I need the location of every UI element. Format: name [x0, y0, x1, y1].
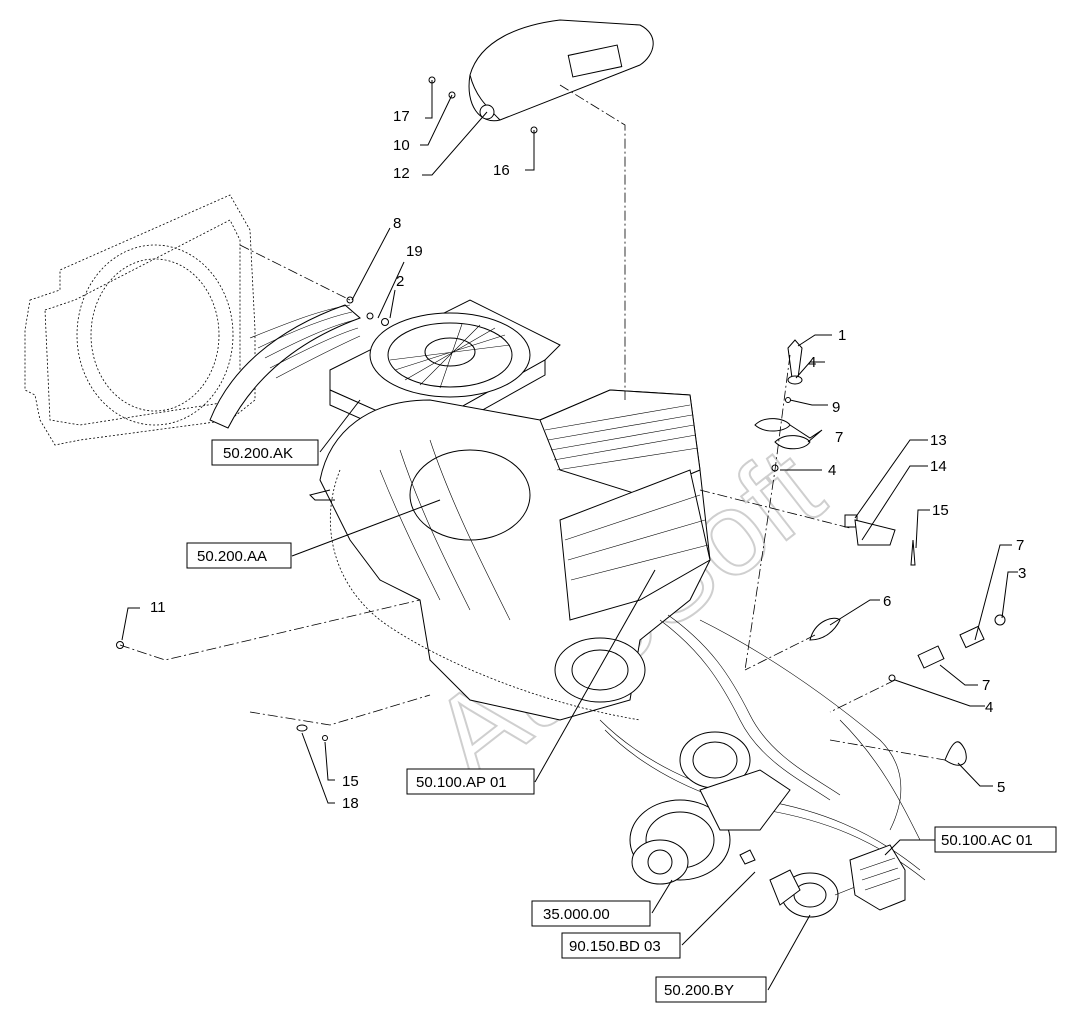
hardware-illustration — [116, 76, 1006, 865]
callout-13: 13 — [930, 432, 947, 449]
callout-5: 5 — [997, 779, 1005, 796]
ref-50-100-ap-01: 50.100.AP 01 — [416, 774, 507, 791]
callout-16: 16 — [493, 162, 510, 179]
callout-7-b: 7 — [1016, 537, 1024, 554]
callout-2: 2 — [396, 273, 404, 290]
callout-11: 11 — [150, 599, 166, 616]
ref-35-000-00: 35.000.00 — [543, 906, 610, 923]
callout-4-a: 4 — [808, 354, 816, 371]
leader-lines — [121, 80, 1018, 991]
callout-17: 17 — [393, 108, 410, 125]
fan-shroud-illustration — [24, 194, 256, 446]
callout-18: 18 — [342, 795, 359, 812]
callout-7-c: 7 — [982, 677, 990, 694]
drive-motor-illustration — [629, 731, 791, 885]
callout-15-a: 15 — [932, 502, 949, 519]
engine-illustration — [309, 389, 711, 721]
callout-7-a: 7 — [835, 429, 843, 446]
ref-50-200-by: 50.200.BY — [664, 982, 734, 999]
top-cover-illustration — [468, 19, 654, 122]
callout-14: 14 — [930, 458, 947, 475]
callout-4-b: 4 — [828, 462, 836, 479]
callout-3: 3 — [1018, 565, 1026, 582]
callout-19: 19 — [406, 243, 423, 260]
assembly-lines — [119, 84, 946, 761]
ref-90-150-bd-03: 90.150.BD 03 — [569, 938, 661, 955]
callout-12: 12 — [393, 165, 410, 182]
callout-10: 10 — [393, 137, 410, 154]
callout-4-c: 4 — [985, 699, 993, 716]
reference-labels: 50.200.AK 50.200.AA 50.100.AP 01 50.100.… — [186, 439, 1057, 1003]
valve-block-illustration — [849, 844, 906, 911]
callout-8: 8 — [393, 215, 401, 232]
fan-guard-illustration — [209, 304, 361, 429]
callout-numbers: 1 2 3 4 4 4 5 6 7 7 7 8 9 10 11 12 13 14… — [150, 108, 1026, 812]
callout-15-b: 15 — [342, 773, 359, 790]
callout-1: 1 — [838, 327, 846, 344]
callout-6: 6 — [883, 593, 891, 610]
ref-50-200-ak: 50.200.AK — [223, 445, 293, 462]
pump-illustration — [769, 869, 861, 918]
callout-9: 9 — [832, 399, 840, 416]
ref-50-200-aa: 50.200.AA — [197, 548, 267, 565]
ref-50-100-ac-01: 50.100.AC 01 — [941, 832, 1033, 849]
